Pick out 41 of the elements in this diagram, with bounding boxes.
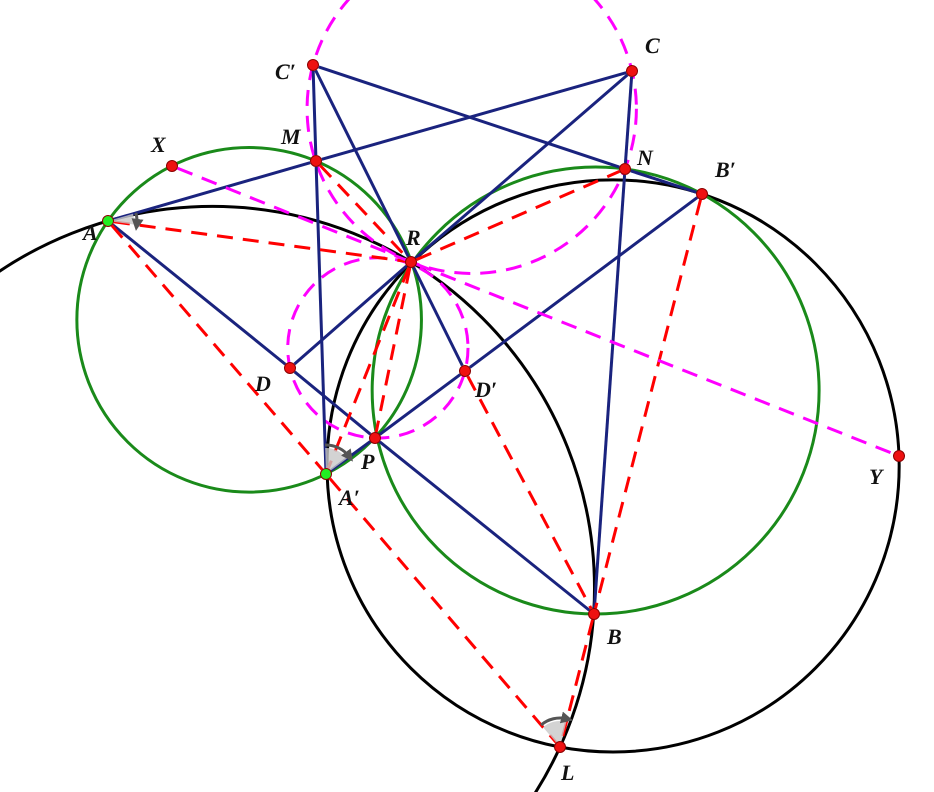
point-label: L	[561, 762, 574, 784]
point-label: Y	[869, 466, 882, 488]
dashed-line	[466, 376, 593, 610]
line-segment	[294, 264, 408, 366]
point-label: P	[361, 451, 374, 473]
point-label: A′	[339, 487, 360, 509]
dashed-line	[374, 268, 412, 432]
dashed-line	[177, 166, 406, 262]
line-segment	[412, 266, 464, 366]
line-segment	[321, 71, 627, 161]
dashed-line	[416, 170, 620, 261]
point-label: B	[607, 626, 622, 648]
point-label: X	[151, 134, 166, 156]
line-segment	[113, 161, 311, 221]
dashed-line	[416, 262, 894, 456]
point-label: M	[281, 126, 301, 148]
line-segment	[630, 169, 697, 194]
dashed-line	[114, 220, 406, 263]
line-segment	[592, 174, 626, 608]
line-segment	[314, 166, 328, 468]
point-label: R	[406, 227, 421, 249]
point-label: N	[637, 147, 653, 169]
dashed-line	[110, 224, 324, 470]
line-segment	[624, 76, 634, 164]
dashed-line	[594, 199, 702, 609]
point-label: B′	[715, 159, 736, 181]
line-segment	[414, 74, 628, 260]
line-segment	[468, 196, 698, 369]
line-segment	[378, 373, 462, 436]
point-label: C	[645, 35, 660, 57]
point-label: C′	[275, 61, 296, 83]
line-segment	[318, 65, 620, 169]
point-label: D′	[475, 379, 498, 401]
line-segment	[378, 440, 590, 612]
line-segment	[314, 70, 410, 258]
line-segment	[294, 370, 372, 436]
line-segment	[330, 440, 372, 472]
line-segment	[112, 224, 286, 366]
point-label: D	[255, 373, 271, 395]
line-segment	[312, 70, 318, 156]
dashed-line	[328, 478, 558, 744]
